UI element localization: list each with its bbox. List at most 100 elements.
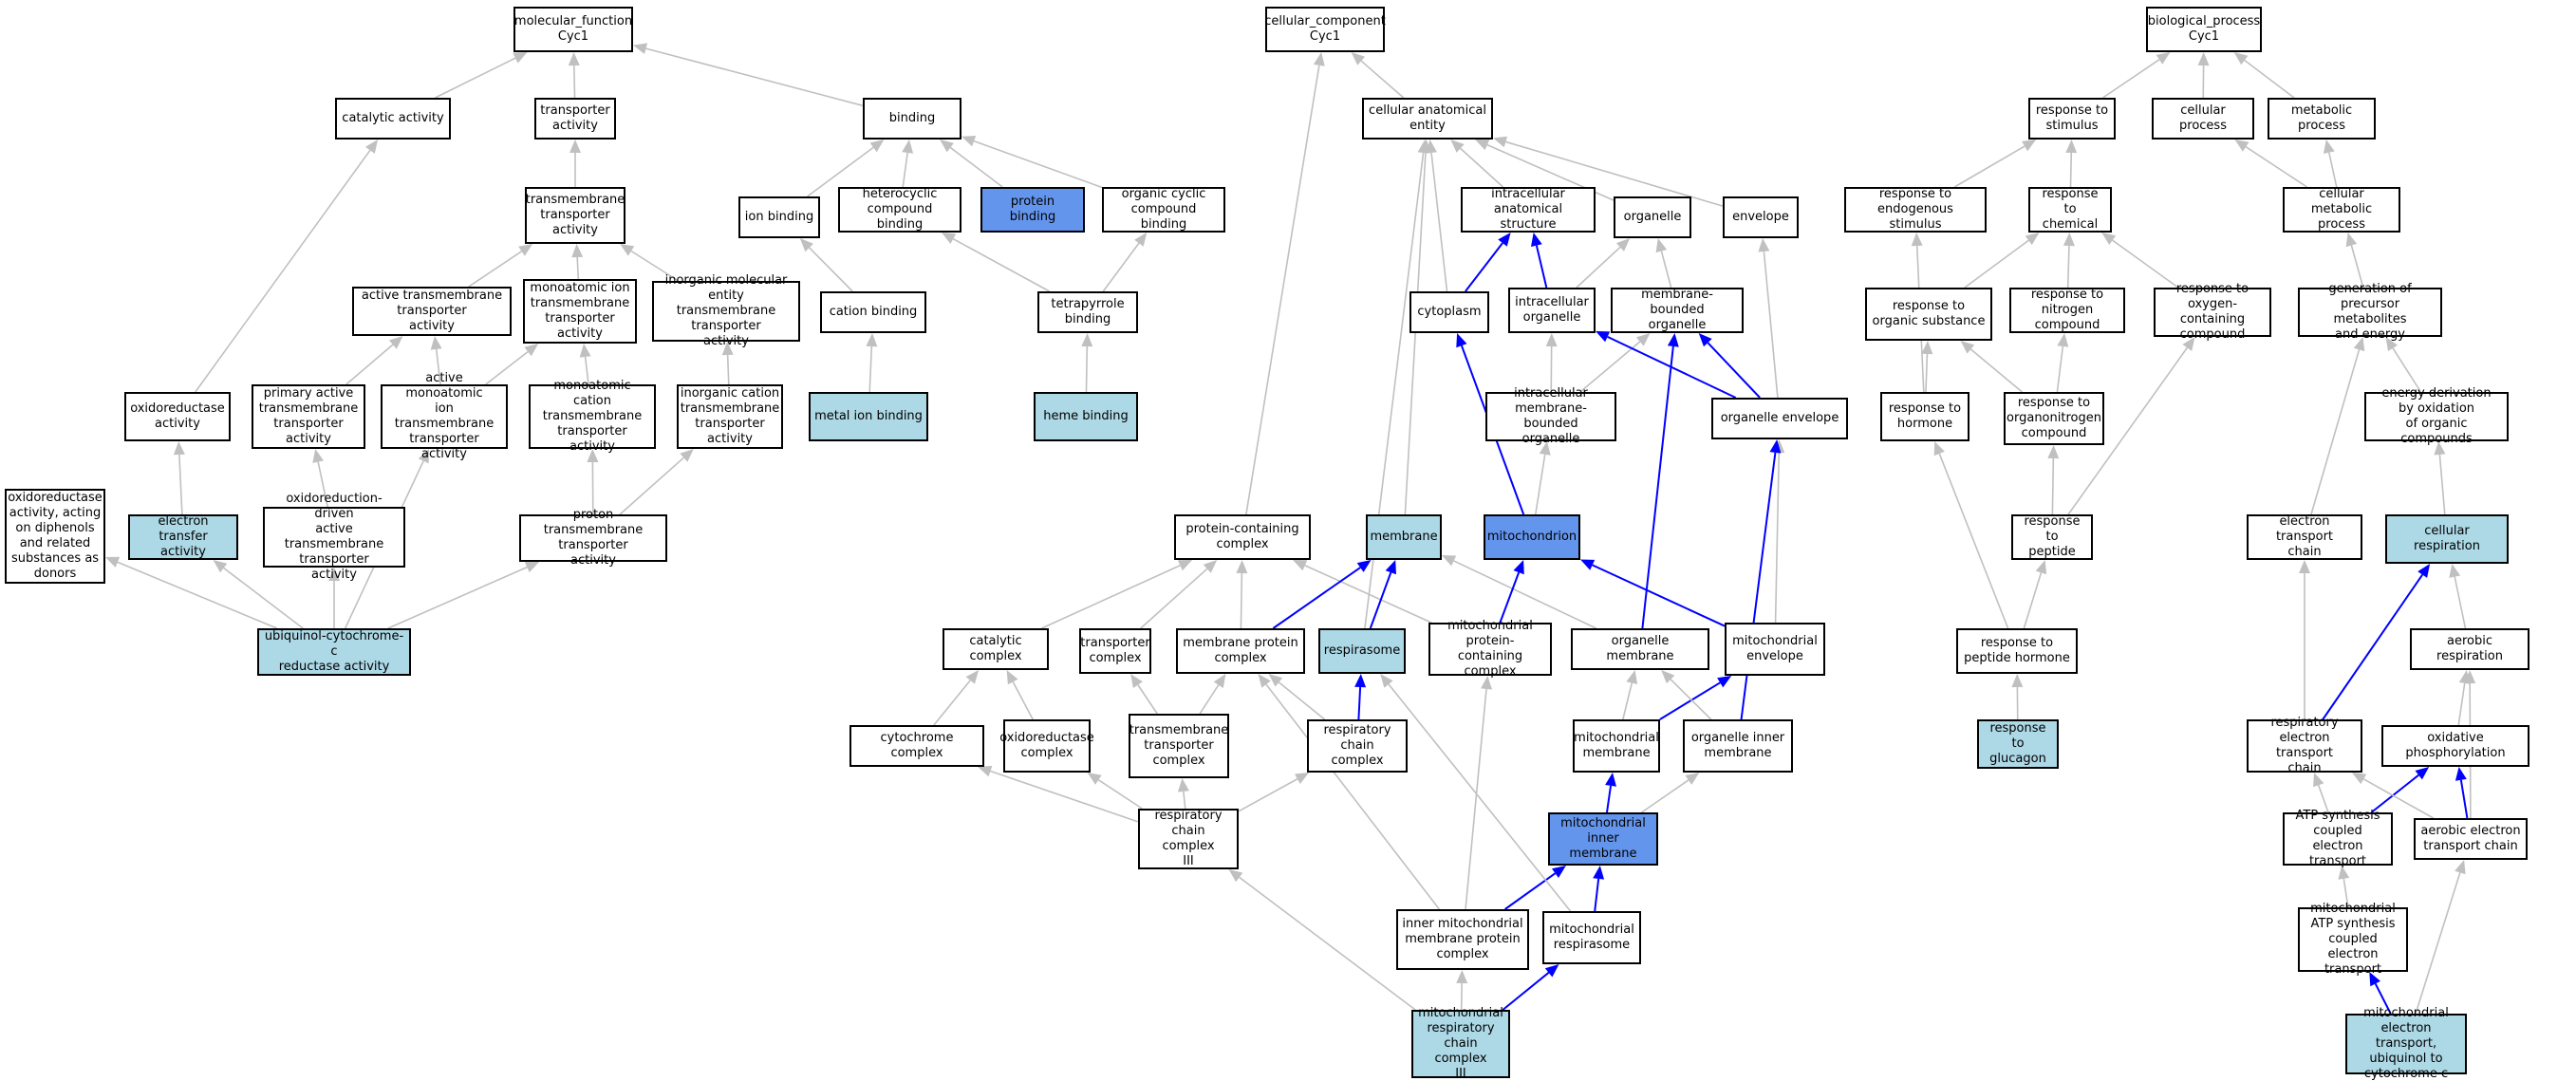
node-rnitro[interactable]: response to nitrogen compound: [2009, 288, 2125, 333]
node-envelope[interactable]: envelope: [1723, 196, 1799, 238]
node-rcc[interactable]: respiratory chain complex: [1307, 719, 1408, 773]
arrowhead-tmtc-mpc: [1213, 674, 1226, 688]
node-orgcyc[interactable]: organic cyclic compound binding: [1102, 187, 1225, 233]
edge-oxphos-aerresp: [2457, 682, 2466, 726]
node-rhorm[interactable]: response to hormone: [1880, 392, 1969, 441]
node-oim[interactable]: organelle inner membrane: [1683, 719, 1793, 773]
edge-atpsyn-retc: [2317, 784, 2329, 813]
node-binding[interactable]: binding: [863, 98, 961, 140]
node-orgmem[interactable]: organelle membrane: [1571, 628, 1709, 670]
node-metbind[interactable]: metal ion binding: [809, 392, 928, 441]
edge-protbind-binding: [949, 146, 1003, 188]
node-energy[interactable]: energy derivation by oxidation of organi…: [2364, 386, 2509, 446]
node-atmta[interactable]: active transmembrane transporter activit…: [352, 287, 512, 336]
node-mitoenv[interactable]: mitochondrial envelope: [1725, 623, 1825, 676]
arrowhead-aerobet-oxphos: [2455, 767, 2467, 781]
node-rorgsub[interactable]: response to organic substance: [1865, 288, 1992, 341]
arrowhead-ionbind-binding: [869, 140, 885, 153]
node-mbo[interactable]: membrane-bounded organelle: [1611, 288, 1744, 333]
node-orgenv[interactable]: organelle envelope: [1711, 398, 1848, 439]
node-catbind[interactable]: cation binding: [820, 291, 926, 333]
node-membrane[interactable]: membrane: [1366, 514, 1442, 560]
node-cytoplasm[interactable]: cytoplasm: [1409, 291, 1489, 333]
node-mitomem[interactable]: mitochondrial membrane: [1573, 719, 1660, 773]
arrowhead-cytoplasm-ias: [1498, 233, 1511, 247]
node-bp[interactable]: biological_process Cyc1: [2146, 7, 2262, 52]
node-ptta[interactable]: proton transmembrane transporter activit…: [519, 508, 667, 568]
node-aerobet[interactable]: aerobic electron transport chain: [2414, 818, 2528, 860]
edge-ptta-ictmta: [619, 457, 684, 515]
node-tmta[interactable]: transmembrane transporter activity: [525, 187, 625, 244]
node-protbind[interactable]: protein binding: [980, 187, 1085, 233]
node-metproc[interactable]: metabolic process: [2268, 98, 2376, 140]
node-rendo[interactable]: response to endogenous stimulus: [1844, 187, 1987, 233]
node-atpsyn[interactable]: ATP synthesis coupled electron transport: [2283, 809, 2393, 868]
node-matpsyn[interactable]: mitochondrial ATP synthesis coupled elec…: [2298, 902, 2408, 977]
node-cytcx[interactable]: cytochrome complex: [849, 725, 984, 767]
node-organelle[interactable]: organelle: [1614, 196, 1691, 238]
node-mpc[interactable]: membrane protein complex: [1176, 628, 1305, 674]
edge-respirasome-membrane: [1369, 571, 1392, 629]
node-imeta[interactable]: inorganic molecular entity transmembrane…: [652, 273, 800, 348]
node-etact[interactable]: electron transfer activity: [128, 514, 238, 560]
node-mrcc3[interactable]: mitochondrial respiratory chain complex …: [1411, 1006, 1510, 1081]
node-rcc3[interactable]: respiratory chain complex III: [1138, 809, 1239, 869]
node-oxdriv[interactable]: oxidoreduction-driven active transmembra…: [263, 492, 405, 582]
edge-rendo-respstim: [1953, 145, 2025, 188]
node-mctmta[interactable]: monoatomic cation transmembrane transpor…: [529, 379, 656, 454]
edge-amitmta-mitmta: [485, 350, 529, 385]
arrowhead-cytcx-catcx: [965, 670, 980, 684]
node-ucra[interactable]: ubiquinol-cytochrome-c reductase activit…: [257, 628, 411, 676]
node-cellproc[interactable]: cellular process: [2152, 98, 2254, 140]
node-cmp[interactable]: cellular metabolic process: [2283, 187, 2400, 233]
node-transact[interactable]: transporter activity: [534, 98, 616, 140]
node-mpcc[interactable]: mitochondrial protein-containing complex: [1428, 619, 1552, 679]
node-ionbind[interactable]: ion binding: [738, 196, 820, 238]
node-mitoresp[interactable]: mitochondrial respirasome: [1542, 911, 1641, 964]
node-respstim[interactable]: response to stimulus: [2028, 98, 2116, 140]
node-rpep[interactable]: response to peptide: [2011, 514, 2093, 560]
node-genprec[interactable]: generation of precursor metabolites and …: [2298, 282, 2442, 342]
node-immpc[interactable]: inner mitochondrial membrane protein com…: [1396, 909, 1529, 970]
arrowhead-metproc-bp: [2233, 52, 2249, 65]
node-tetbind[interactable]: tetrapyrrole binding: [1037, 291, 1138, 333]
node-rgluc[interactable]: response to glucagon: [1977, 719, 2059, 769]
edge-metproc-bp: [2244, 59, 2295, 99]
node-aerresp[interactable]: aerobic respiration: [2410, 628, 2529, 670]
arrowhead-respirasome-membrane: [1385, 560, 1396, 575]
node-mf[interactable]: molecular_function Cyc1: [513, 7, 633, 52]
node-cc[interactable]: cellular_component Cyc1: [1264, 7, 1386, 52]
arrowhead-orgenv-intorg: [1596, 330, 1611, 343]
node-tmtc[interactable]: transmembrane transporter complex: [1129, 714, 1229, 778]
node-cellresp[interactable]: cellular respiration: [2385, 514, 2509, 564]
node-oxphos[interactable]: oxidative phosphorylation: [2381, 725, 2529, 767]
node-intorg[interactable]: intracellular organelle: [1508, 288, 1596, 333]
node-rpephorm[interactable]: response to peptide hormone: [1956, 628, 2078, 674]
node-retc[interactable]: respiratory electron transport chain: [2247, 716, 2362, 775]
node-metu[interactable]: mitochondrial electron transport, ubiqui…: [2345, 1006, 2467, 1081]
node-catcx[interactable]: catalytic complex: [943, 628, 1049, 670]
node-pcc[interactable]: protein-containing complex: [1174, 514, 1311, 560]
node-ictmta[interactable]: inorganic cation transmembrane transport…: [677, 384, 783, 449]
node-oxred[interactable]: oxidoreductase activity: [124, 392, 231, 441]
node-cae[interactable]: cellular anatomical entity: [1362, 98, 1493, 140]
node-roxy[interactable]: response to oxygen-containing compound: [2154, 282, 2271, 342]
node-mim[interactable]: mitochondrial inner membrane: [1548, 812, 1658, 866]
node-ias[interactable]: intracellular anatomical structure: [1461, 187, 1596, 233]
node-imbo[interactable]: intracellular membrane-bounded organelle: [1485, 386, 1616, 446]
node-transcx[interactable]: transporter complex: [1079, 628, 1151, 674]
node-patmta[interactable]: primary active transmembrane transporter…: [252, 384, 365, 449]
node-catact[interactable]: catalytic activity: [335, 98, 451, 140]
node-respirasome[interactable]: respirasome: [1318, 628, 1406, 674]
node-hemebind[interactable]: heme binding: [1034, 392, 1138, 441]
node-hetbind[interactable]: heterocyclic compound binding: [838, 187, 961, 233]
arrowhead-rendo-respstim: [2022, 140, 2037, 152]
node-mito[interactable]: mitochondrion: [1484, 514, 1580, 560]
node-mitmta[interactable]: monoatomic ion transmembrane transporter…: [523, 279, 637, 344]
node-amitmta[interactable]: active monoatomic ion transmembrane tran…: [381, 371, 508, 461]
node-rorgnit[interactable]: response to organonitrogen compound: [2004, 392, 2104, 445]
node-oxcx[interactable]: oxidoreductase complex: [999, 719, 1094, 773]
node-etc[interactable]: electron transport chain: [2247, 514, 2362, 560]
node-rchem[interactable]: response to chemical: [2028, 187, 2112, 233]
node-oxdiph[interactable]: oxidoreductase activity, acting on diphe…: [5, 489, 105, 584]
